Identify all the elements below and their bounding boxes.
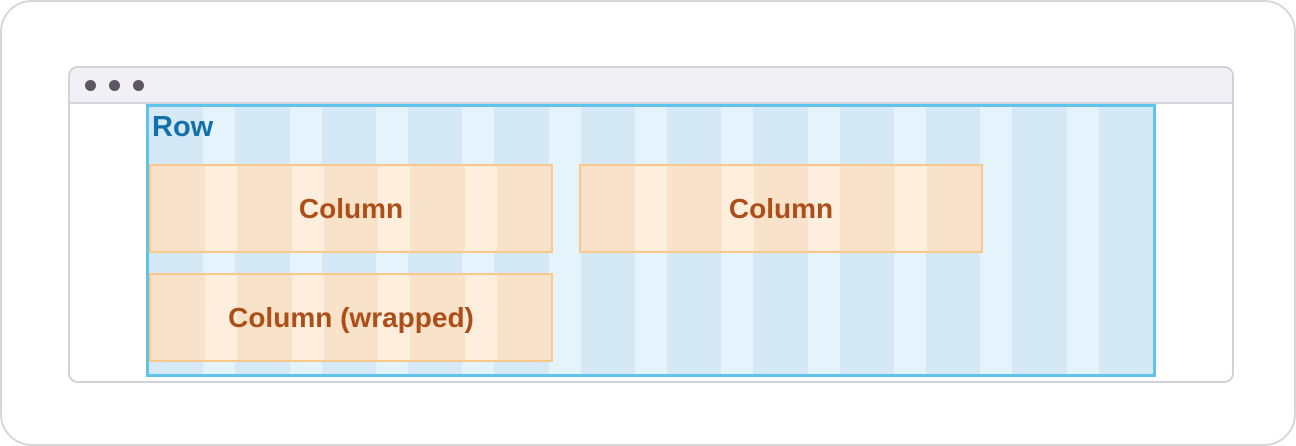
column-tracks-overlay: [581, 166, 982, 251]
grid-track: [151, 166, 206, 251]
column-tracks-overlay: [151, 275, 552, 360]
column-label: Column (wrapped): [228, 301, 474, 333]
grid-track: [753, 166, 809, 251]
grid-track: [1098, 107, 1153, 374]
row-label: Row: [152, 111, 214, 143]
column-box-wrapped: Column (wrapped): [149, 273, 553, 362]
grid-track: [1012, 107, 1067, 374]
window-dot-icon[interactable]: [109, 79, 120, 91]
column-label: Column: [728, 192, 834, 224]
column-label: Column: [298, 192, 404, 224]
grid-track: [151, 275, 206, 360]
grid-track: [323, 166, 379, 251]
grid-track: [496, 275, 552, 360]
column-tracks-overlay: [151, 166, 552, 251]
grid-track: [667, 166, 722, 251]
browser-toolbar: [70, 68, 1232, 104]
window-dot-icon[interactable]: [133, 79, 144, 91]
grid-track: [581, 166, 636, 251]
grid-track: [237, 275, 292, 360]
column-box: Column: [579, 164, 983, 253]
grid-track: [926, 166, 982, 251]
grid-track: [410, 166, 465, 251]
grid-track: [323, 275, 379, 360]
grid-track: [496, 166, 552, 251]
grid-track: [410, 275, 465, 360]
column-box: Column: [149, 164, 553, 253]
window-dot-icon[interactable]: [85, 79, 96, 91]
grid-track: [237, 166, 292, 251]
grid-track: [840, 166, 895, 251]
